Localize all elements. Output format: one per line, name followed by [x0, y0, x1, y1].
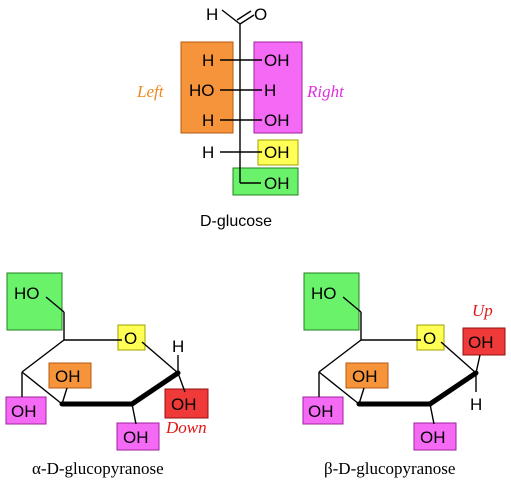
c5-oh-box	[257, 139, 299, 166]
c3-right: H	[264, 81, 276, 100]
beta-oh-c1: OH	[468, 333, 494, 352]
fischer-caption: D-glucose	[200, 213, 272, 230]
beta-up-label: Up	[472, 301, 493, 320]
c2-left: H	[202, 51, 214, 70]
beta-ring-o: O	[423, 329, 436, 348]
alpha-ch2oh-box	[6, 272, 63, 331]
c6-oh-box	[232, 167, 299, 196]
c6-right: OH	[264, 174, 290, 193]
c5-right: OH	[264, 143, 290, 162]
fischer-projection: H O H OH HO H H OH H OH OH Left Right D-…	[136, 5, 345, 230]
beta-oh-c2-box	[413, 422, 457, 451]
beta-oh-c3: OH	[308, 402, 334, 421]
beta-oh-c1-box	[462, 327, 506, 356]
left-label: Left	[136, 82, 165, 101]
alpha-anomeric-h: H	[172, 337, 184, 356]
c4-left: H	[202, 111, 214, 130]
c4-right: OH	[264, 111, 290, 130]
alpha-oh-c4: OH	[55, 367, 81, 386]
beta-ch2oh-box	[303, 272, 360, 331]
aldehyde-o: O	[254, 5, 267, 24]
beta-oh-c4: OH	[352, 367, 378, 386]
beta-oh-c3-left-box	[302, 396, 344, 425]
beta-ch2oh-label: HO	[311, 284, 337, 303]
left-group-box	[180, 41, 234, 134]
right-label: Right	[306, 82, 345, 101]
alpha-oh-c3: OH	[11, 402, 37, 421]
beta-anomeric-h: H	[470, 395, 482, 414]
alpha-oh-c2-box	[116, 422, 160, 451]
alpha-ch2oh-label: HO	[14, 284, 40, 303]
beta-ring-o-box	[416, 324, 445, 351]
alpha-oh-c3-left-box	[5, 396, 47, 425]
right-group-box	[253, 41, 303, 134]
beta-oh-c2: OH	[420, 428, 446, 447]
alpha-oh-c4-box	[48, 362, 92, 389]
beta-oh-c4-box	[345, 362, 389, 389]
c5-left: H	[202, 143, 214, 162]
c3-left: HO	[189, 81, 215, 100]
alpha-ring-o-box	[117, 324, 146, 351]
beta-caption: β-D-glucopyranose	[324, 459, 455, 478]
alpha-oh-c2: OH	[123, 428, 149, 447]
alpha-ring-o: O	[124, 329, 137, 348]
alpha-oh-c1: OH	[171, 395, 197, 414]
alpha-down-label: Down	[165, 418, 207, 437]
alpha-glucopyranose: HO O H OH OH OH OH Down α-D-glucopyranos…	[5, 272, 209, 478]
alpha-caption: α-D-glucopyranose	[32, 459, 164, 478]
aldehyde-h: H	[206, 5, 218, 24]
c2-right: OH	[264, 51, 290, 70]
beta-glucopyranose: HO O H OH OH OH OH Up β-D-glucopyranose	[302, 272, 506, 478]
alpha-oh-c1-box	[164, 388, 209, 419]
